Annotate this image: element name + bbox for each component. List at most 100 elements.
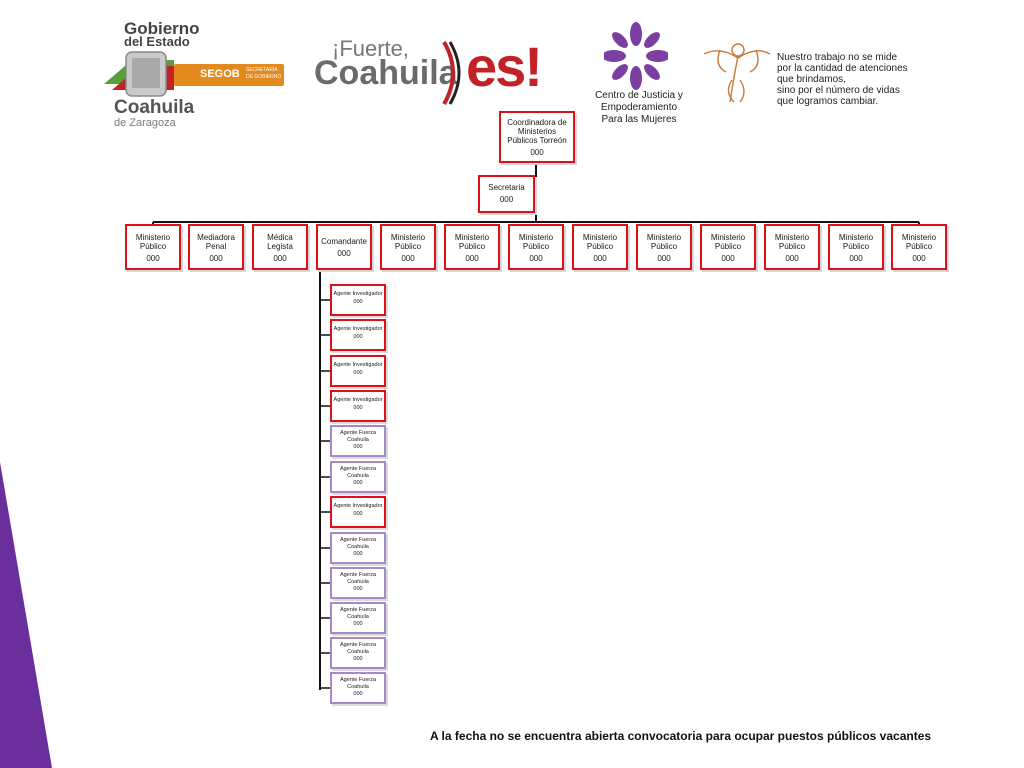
segob-label: SEGOB (200, 68, 240, 80)
agent-code: 000 (353, 691, 363, 697)
tricolor-bracket-icon (442, 40, 461, 106)
centro-line2: Empoderamiento (600, 102, 678, 113)
agent-code: 000 (353, 621, 363, 627)
fuerte-line1: ¡Fuerte, (332, 36, 410, 61)
vacancy-notice: A la fecha no se encuentra abierta convo… (430, 729, 932, 743)
motto-block: Nuestro trabajo no se mide por la cantid… (777, 52, 937, 107)
level2-title: Ministerio Público (901, 233, 937, 251)
purple-flower-icon (604, 22, 668, 90)
level2-box: Ministerio Público 000 (828, 224, 884, 270)
agent-box: Agente Fuerza Coahuila 000 (330, 425, 386, 457)
level2-code: 000 (146, 254, 160, 263)
level2-code: 000 (209, 254, 223, 263)
motto-line5: que logramos cambiar. (777, 96, 879, 107)
level2-title: Ministerio Público (838, 233, 874, 251)
level2-box: Médica Legista 000 (252, 224, 308, 270)
level2-box: Ministerio Público 000 (572, 224, 628, 270)
level2-title: Comandante (321, 237, 367, 246)
level2-title: Ministerio Público (646, 233, 682, 251)
agent-box: Agente Investigador 000 (330, 390, 386, 422)
agent-box: Agente Investigador 000 (330, 496, 386, 528)
agent-code: 000 (353, 298, 363, 305)
level2-code: 000 (273, 254, 287, 263)
level2-title: Ministerio Público (454, 233, 490, 251)
level2-box: Mediadora Penal 000 (188, 224, 244, 270)
motto-line3: que brindamos, (777, 74, 846, 85)
agent-title: Agente Investigador (333, 326, 383, 332)
agent-code: 000 (353, 444, 363, 450)
motto-line1: Nuestro trabajo no se mide (777, 52, 898, 63)
agent-title: Agente Investigador (333, 503, 383, 509)
agent-code: 000 (353, 333, 363, 340)
level2-title: Ministerio Público (582, 233, 618, 251)
agent-code: 000 (353, 551, 363, 557)
agent-code: 000 (353, 510, 363, 517)
level2-box: Ministerio Público 000 (444, 224, 500, 270)
motto-line2: por la cantidad de atenciones (777, 63, 908, 74)
agent-title: Agente Fuerza Coahuila (339, 572, 377, 585)
agent-title: Agente Fuerza Coahuila (339, 677, 377, 690)
agent-title: Agente Fuerza Coahuila (339, 430, 377, 443)
fuerte-line2: Coahuila (314, 54, 458, 92)
level2-title: Ministerio Público (774, 233, 810, 251)
level2-box-comandante: Comandante 000 (316, 224, 372, 270)
level2-box: Ministerio Público 000 (764, 224, 820, 270)
agent-box: Agente Fuerza Coahuila 000 (330, 461, 386, 493)
motto-line4: sino por el número de vidas (777, 85, 900, 96)
level2-title: Médica Legista (267, 233, 293, 251)
agent-box: Agente Fuerza Coahuila 000 (330, 532, 386, 564)
level2-code: 000 (785, 254, 799, 263)
level2-code: 000 (529, 254, 543, 263)
level2-code: 000 (465, 254, 479, 263)
agent-box: Agente Fuerza Coahuila 000 (330, 672, 386, 704)
level2-box: Ministerio Público 000 (380, 224, 436, 270)
level2-title: Ministerio Público (518, 233, 554, 251)
agent-code: 000 (353, 480, 363, 486)
level2-box: Ministerio Público 000 (636, 224, 692, 270)
level2-box: Ministerio Público 000 (891, 224, 947, 270)
root-code: 000 (530, 148, 544, 157)
level2-code: 000 (401, 254, 415, 263)
secretaria-title: Secretaria (488, 183, 525, 192)
level2-box: Ministerio Público 000 (700, 224, 756, 270)
org-secretaria: Secretaria 000 (478, 175, 535, 213)
level2-code: 000 (657, 254, 671, 263)
org-root-coordinadora: Coordinadora de Ministerios Públicos Tor… (499, 111, 575, 163)
agent-title: Agente Fuerza Coahuila (339, 537, 377, 550)
agent-box: Agente Investigador 000 (330, 284, 386, 316)
agent-box: Agente Fuerza Coahuila 000 (330, 602, 386, 634)
level2-code: 000 (912, 254, 926, 263)
gobierno-line2: del Estado (124, 34, 190, 49)
centro-justicia-logo: Centro de Justicia y Empoderamiento Para… (584, 22, 694, 128)
agent-box: Agente Investigador 000 (330, 355, 386, 387)
centro-line3: Para las Mujeres (601, 114, 677, 125)
centro-line1: Centro de Justicia y (595, 90, 683, 101)
purple-side-wedge (0, 462, 52, 768)
agent-code: 000 (353, 586, 363, 592)
agent-code: 000 (353, 404, 363, 411)
agent-box: Agente Investigador 000 (330, 319, 386, 351)
agent-code: 000 (353, 369, 363, 376)
level2-box: Ministerio Público 000 (125, 224, 181, 270)
coahuila-word: Coahuila (114, 97, 195, 118)
agent-code: 000 (353, 656, 363, 662)
orange-figure-icon (703, 43, 771, 103)
agent-title: Agente Fuerza Coahuila (339, 642, 377, 655)
fuerte-coahuila-logo: ¡Fuerte, Coahuila es! (314, 35, 559, 106)
agent-title: Agente Fuerza Coahuila (339, 607, 377, 620)
level2-title: Ministerio Público (135, 233, 171, 251)
gobierno-coahuila-logo: Gobierno del Estado SEGOB SECRETARÍA DE … (104, 18, 289, 130)
agent-box: Agente Fuerza Coahuila 000 (330, 637, 386, 669)
agent-title: Agente Investigador (333, 397, 383, 403)
root-title: Coordinadora de Ministerios Públicos Tor… (507, 118, 567, 145)
es-word: es! (466, 35, 543, 98)
agent-title: Agente Investigador (333, 291, 383, 297)
agent-title: Agente Investigador (333, 362, 383, 368)
segob-sub1: SECRETARÍA (246, 67, 278, 73)
gobierno-line1: Gobierno (124, 19, 200, 38)
level2-code: 000 (337, 249, 351, 258)
agent-box: Agente Fuerza Coahuila 000 (330, 567, 386, 599)
level2-code: 000 (721, 254, 735, 263)
agent-title: Agente Fuerza Coahuila (339, 466, 377, 479)
